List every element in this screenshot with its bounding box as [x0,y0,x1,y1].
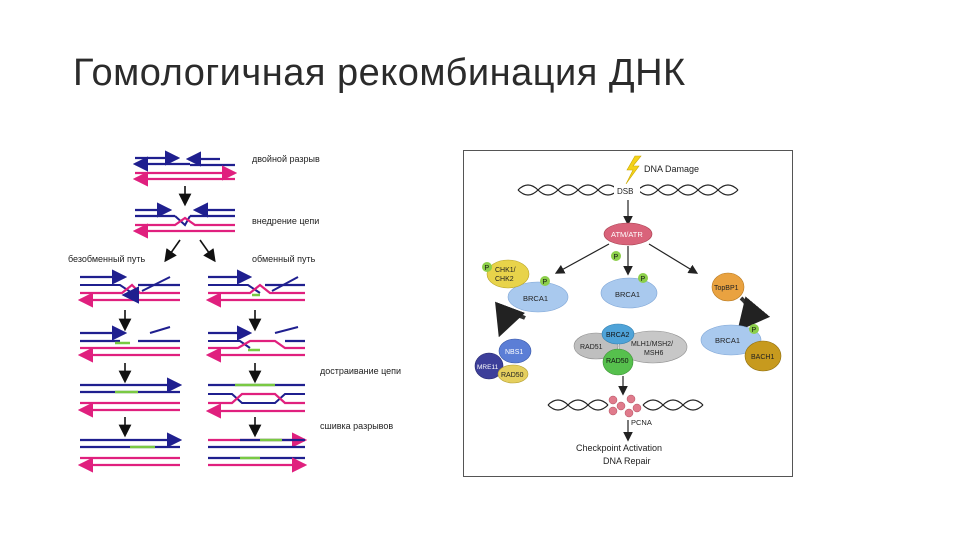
p-badge [611,251,621,261]
label-p-brca1-left: P [543,279,548,286]
label-dna-damage: DNA Damage [644,164,699,174]
label-p-mid: P [614,254,619,261]
topbp1-node [711,272,745,302]
label-checkpoint: Checkpoint Activation [576,443,662,453]
label-p-chk: P [485,265,490,272]
label-bach1: BACH1 [751,354,774,361]
label-dsb: DSB [617,187,633,196]
label-exchange-path: обменный путь [252,254,316,264]
label-ligation: сшивка разрывов [320,421,394,431]
label-rad50-yellow: RAD50 [501,372,524,379]
dna-helix-bottom [547,399,704,411]
p-badge [749,324,759,334]
arrow-right-branch [648,243,699,274]
right-pathway-diagram: DNA Damage DSB ATM/ATR P BRCA1 CHK1/ CHK… [463,150,793,477]
nonexchange-step-4 [77,432,183,473]
label-brca1-left: BRCA1 [523,294,548,303]
atm-atr-node [603,222,653,246]
label-mlh1: MLH1/MSH2/ [631,341,673,348]
chk-node [486,259,530,289]
p-badge [638,273,648,283]
label-rad51: RAD51 [580,344,603,351]
exchange-step-3 [205,383,305,419]
exchange-step-4 [208,432,308,473]
label-brca2: BRCA2 [606,332,629,339]
label-completion: достраивание цепи [320,366,402,376]
p-badge [540,276,550,286]
label-chk1: CHK1/ [495,267,516,274]
label-mre11: MRE11 [477,364,499,371]
label-msh6: MSH6 [644,350,664,357]
curved-arrow-icon [737,296,771,332]
brca2-node [601,323,635,345]
left-hr-diagram [77,150,308,473]
rad50-green-node [602,348,634,376]
nonexchange-step-3 [77,377,183,418]
label-topbp1: TopBP1 [714,285,739,292]
nonexchange-step-2 [77,325,180,363]
label-chk2: CHK2 [495,276,514,283]
label-nonexchange-path: безобменный путь [68,254,146,264]
lightning-icon [625,155,642,185]
arrow-down-right [199,239,216,263]
label-brca1-mid: BRCA1 [615,290,640,299]
nonexchange-step-1 [77,269,180,308]
label-atm-atr: ATM/ATR [611,230,643,239]
label-p-brca1-mid: P [641,276,646,283]
label-brca1-right: BRCA1 [715,336,740,345]
dna-helix-top [517,184,739,196]
bach1-node [744,340,782,372]
brca1-right-node [700,324,762,356]
pcna-cluster [608,394,642,418]
step-invasion [132,202,235,239]
exchange-step-1 [205,269,305,308]
arrow-down-left [164,239,181,263]
nbs1-node [498,338,532,364]
rad50-yellow-node [497,364,529,384]
label-rad50-green: RAD50 [606,358,629,365]
label-pcna: PCNA [631,418,652,427]
brca1-mid-node [600,277,658,309]
curved-arrow-icon [495,301,526,338]
mlh1-node [618,330,688,364]
label-repair: DNA Repair [603,456,651,466]
p-badge [482,262,492,272]
mre11-node [474,352,504,380]
label-invasion: внедрение цепи [252,216,320,226]
label-double-break: двойной разрыв [252,154,320,164]
label-nbs1: NBS1 [505,349,523,356]
slide-title: Гомологичная рекомбинация ДНК [73,52,686,94]
step-double-break [132,150,238,187]
arrow-left-branch [554,243,610,274]
label-p-brca1-right: P [752,327,757,334]
exchange-step-2 [205,325,305,363]
